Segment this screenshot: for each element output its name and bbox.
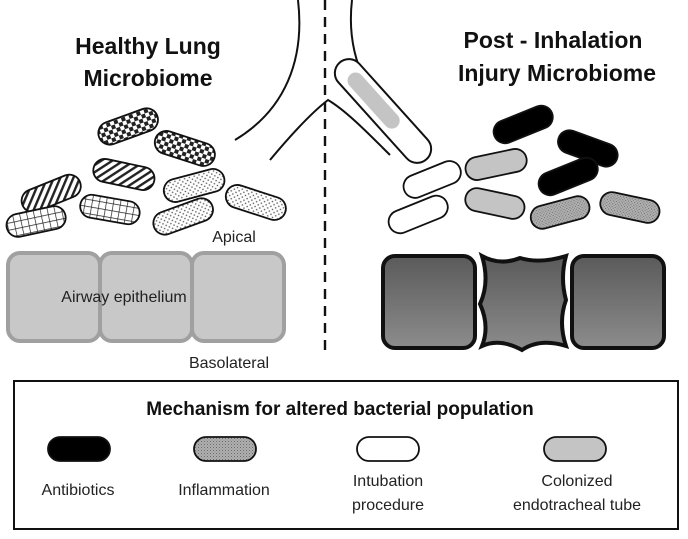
legend-label-intubation-line1: Intubation bbox=[353, 473, 423, 490]
endotracheal-tube bbox=[333, 58, 433, 164]
bacterium-grid bbox=[79, 193, 141, 226]
epithelial-cell bbox=[190, 251, 286, 343]
healthy-title-line1: Healthy Lung bbox=[75, 33, 221, 59]
bacterium-colonized bbox=[464, 148, 528, 181]
healthy-epithelium bbox=[6, 251, 286, 343]
healthy-bacteria bbox=[5, 107, 287, 238]
injured-epithelium bbox=[381, 251, 666, 353]
legend-swatch-intubation bbox=[356, 436, 420, 462]
damaged-epithelial-cell bbox=[477, 251, 570, 353]
bacterium-dotted bbox=[152, 197, 214, 236]
bacterium-checkered bbox=[97, 107, 159, 146]
legend-swatch-inflammation bbox=[193, 436, 257, 462]
epithelium-label: Airway epithelium bbox=[61, 289, 186, 306]
legend-label-colonized-line2: endotracheal tube bbox=[513, 497, 641, 514]
bacterium-inflammation bbox=[599, 191, 661, 224]
bacterium-dotted bbox=[162, 168, 226, 203]
healthy-title-line2: Microbiome bbox=[83, 65, 212, 91]
epithelial-cell bbox=[381, 254, 477, 350]
injury-title-line1: Post - Inhalation bbox=[464, 27, 643, 53]
bacterium-dotted bbox=[224, 184, 287, 221]
bacterium-intubation bbox=[402, 160, 462, 199]
legend-items: Antibiotics Inflammation Intubation proc… bbox=[42, 436, 641, 514]
legend-swatch-antibiotics bbox=[47, 436, 111, 462]
epithelial-cell bbox=[570, 254, 666, 350]
legend-title: Mechanism for altered bacterial populati… bbox=[146, 399, 533, 420]
bacterium-diagonal bbox=[20, 173, 82, 214]
bacterium-colonized bbox=[464, 187, 526, 220]
bacterium-grid bbox=[5, 205, 67, 238]
legend-label-intubation-line2: procedure bbox=[352, 497, 424, 514]
bacterium-diagonal bbox=[92, 158, 156, 191]
bacterium-intubation bbox=[387, 194, 449, 235]
legend-label-colonized-line1: Colonized bbox=[541, 473, 612, 490]
bacterium-checkered bbox=[153, 130, 216, 167]
bacterium-inflammation bbox=[529, 195, 591, 230]
injury-title-line2: Injury Microbiome bbox=[458, 60, 656, 86]
bacterium-antibiotic bbox=[537, 156, 599, 197]
injury-bacteria bbox=[387, 104, 661, 235]
legend-label-inflammation: Inflammation bbox=[178, 482, 270, 499]
legend-swatch-colonized bbox=[543, 436, 607, 462]
basolateral-label: Basolateral bbox=[189, 355, 269, 372]
apical-label: Apical bbox=[212, 229, 256, 246]
legend-label-antibiotics: Antibiotics bbox=[42, 482, 115, 499]
bacterium-antibiotic bbox=[492, 104, 554, 145]
